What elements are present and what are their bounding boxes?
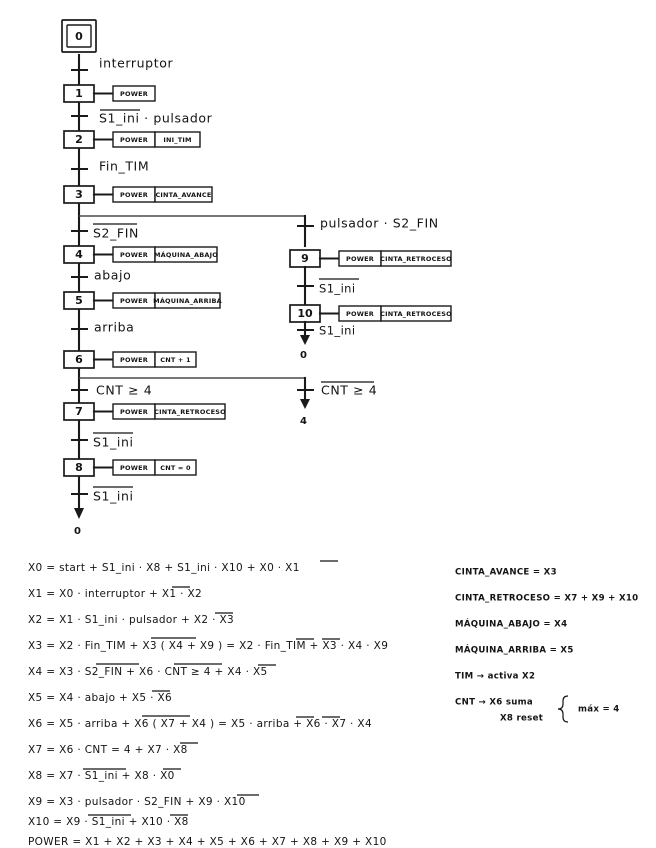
- transition-label: S1_ini · pulsador: [99, 111, 213, 126]
- equations-block: X0 = start + S1_ini · X8 + S1_ini · X10 …: [28, 562, 388, 848]
- divergence-branch-upper: [79, 214, 307, 248]
- transition-t1[interactable]: S1_ini · pulsador: [71, 109, 213, 126]
- step-3[interactable]: 3 POWER CINTA_AVANCE: [63, 185, 213, 204]
- step-number: 7: [75, 405, 83, 418]
- transition-label: S2_FIN: [93, 226, 139, 241]
- step-1[interactable]: 1 POWER: [63, 84, 156, 103]
- legend-cinta-retroceso: CINTA_RETROCESO = X7 + X9 + X10: [455, 594, 638, 604]
- action-label: POWER: [120, 464, 148, 472]
- step-5[interactable]: 5 POWER MÁQUINA_ARRIBA: [63, 291, 222, 310]
- equation-x0: X0 = start + S1_ini · X8 + S1_ini · X10 …: [28, 562, 300, 574]
- step-number: 10: [297, 307, 313, 320]
- step-2[interactable]: 2 POWER INI_TIM: [63, 130, 201, 149]
- transition-label: S1_ini: [319, 324, 355, 338]
- step-number: 5: [75, 294, 83, 307]
- action-label: POWER: [120, 251, 148, 259]
- action-label: CNT + 1: [160, 356, 191, 364]
- return-right: 0: [300, 335, 310, 361]
- action-label: POWER: [120, 191, 148, 199]
- step-number: 9: [301, 252, 309, 265]
- transition-t7[interactable]: S1_ini: [71, 432, 134, 450]
- transition-label: Fin_TIM: [99, 159, 149, 174]
- step-6[interactable]: 6 POWER CNT + 1: [63, 350, 197, 369]
- return-target-4: 4: [300, 416, 307, 427]
- legend-cnt-suma: CNT → X6 suma: [455, 698, 533, 708]
- step-4[interactable]: 4 POWER MÁQUINA_ABAJO: [63, 245, 218, 264]
- action-label: POWER: [346, 310, 374, 318]
- transition-t12[interactable]: CNT ≥ 4: [297, 381, 377, 398]
- equation-x3: X3 = X2 · Fin_TIM + X3 ( X4 + X9 ) = X2 …: [28, 640, 388, 652]
- transition-t10[interactable]: S1_ini: [297, 278, 359, 296]
- equation-x8: X8 = X7 · S1_ini + X8 · X0: [28, 770, 175, 782]
- action-label: CINTA_RETROCESO: [380, 310, 452, 318]
- action-label: POWER: [346, 255, 374, 263]
- transition-label: S1_ini: [93, 435, 134, 450]
- action-label: POWER: [120, 90, 148, 98]
- legend-tim: TIM → activa X2: [455, 672, 535, 682]
- transition-label: interruptor: [99, 56, 173, 71]
- action-label: CINTA_RETROCESO: [380, 255, 452, 263]
- action-label: CINTA_AVANCE: [155, 191, 211, 199]
- step-number: 2: [75, 133, 83, 146]
- action-label: POWER: [120, 297, 148, 305]
- return-target-0: 0: [74, 526, 81, 537]
- equation-x9: X9 = X3 · pulsador · S2_FIN + X9 · X10: [28, 796, 246, 808]
- transition-t8[interactable]: S1_ini: [71, 486, 134, 504]
- legend-max: máx = 4: [578, 705, 620, 715]
- action-label: CINTA_RETROCESO: [154, 408, 226, 416]
- transition-label: arriba: [94, 320, 134, 335]
- return-target-0: 0: [300, 350, 307, 361]
- transition-t5[interactable]: arriba: [71, 320, 134, 335]
- action-label: INI_TIM: [163, 136, 191, 144]
- equation-x4: X4 = X3 · S2_FIN + X6 · CNT ≥ 4 + X4 · X…: [28, 666, 268, 678]
- transition-t6[interactable]: CNT ≥ 4: [71, 383, 152, 398]
- transition-t0[interactable]: interruptor: [71, 56, 173, 71]
- step-9[interactable]: 9 POWER CINTA_RETROCESO: [289, 249, 452, 268]
- equation-x5: X5 = X4 · abajo + X5 · X6: [28, 692, 172, 704]
- equation-overbars: [83, 560, 340, 816]
- action-label: POWER: [120, 408, 148, 416]
- equation-power: POWER = X1 + X2 + X3 + X4 + X5 + X6 + X7…: [28, 836, 387, 848]
- action-label: POWER: [120, 136, 148, 144]
- equation-x10: X10 = X9 · S1_ini + X10 · X8: [28, 816, 189, 828]
- legend-maquina-abajo: MÁQUINA_ABAJO = X4: [455, 618, 567, 630]
- step-number: 3: [75, 188, 83, 201]
- step-7[interactable]: 7 POWER CINTA_RETROCESO: [63, 402, 226, 421]
- equation-x6: X6 = X5 · arriba + X6 ( X7 + X4 ) = X5 ·…: [28, 718, 372, 730]
- transition-t11[interactable]: S1_ini: [297, 324, 355, 338]
- return-arrow: [300, 399, 310, 409]
- legend-cinta-avance: CINTA_AVANCE = X3: [455, 568, 557, 578]
- step-number: 4: [75, 248, 83, 261]
- step-number: 0: [75, 30, 83, 43]
- step-number: 1: [75, 87, 83, 100]
- transition-t9[interactable]: pulsador · S2_FIN: [297, 216, 439, 231]
- step-number: 8: [75, 461, 83, 474]
- transition-t2[interactable]: Fin_TIM: [71, 159, 149, 174]
- step-number: 6: [75, 353, 83, 366]
- step-10[interactable]: 10 POWER CINTA_RETROCESO: [289, 304, 452, 323]
- transition-label: abajo: [94, 268, 131, 283]
- legend-block: CINTA_AVANCE = X3 CINTA_RETROCESO = X7 +…: [455, 568, 638, 724]
- initial-step-0[interactable]: 0: [61, 19, 97, 53]
- action-label: CNT = 0: [160, 464, 191, 472]
- transition-label: S1_ini: [93, 489, 134, 504]
- legend-maquina-arriba: MÁQUINA_ARRIBA = X5: [455, 644, 574, 656]
- equation-x7: X7 = X6 · CNT = 4 + X7 · X8: [28, 744, 188, 756]
- transition-label: pulsador · S2_FIN: [320, 216, 439, 231]
- action-label: POWER: [120, 356, 148, 364]
- action-label: MÁQUINA_ABAJO: [154, 250, 218, 259]
- transition-label: CNT ≥ 4: [96, 383, 152, 398]
- legend-cnt-reset: X8 reset: [500, 714, 543, 724]
- action-label: MÁQUINA_ARRIBA: [153, 296, 222, 305]
- equation-x1: X1 = X0 · interruptor + X1 · X2: [28, 588, 202, 600]
- equation-x2: X2 = X1 · S1_ini · pulsador + X2 · X3: [28, 614, 234, 626]
- transition-t4[interactable]: abajo: [71, 268, 131, 283]
- return-left: 0: [74, 508, 84, 537]
- step-8[interactable]: 8 POWER CNT = 0: [63, 458, 197, 477]
- transition-t3[interactable]: S2_FIN: [71, 223, 139, 241]
- transition-label: S1_ini: [319, 282, 355, 296]
- transition-label: CNT ≥ 4: [321, 383, 377, 398]
